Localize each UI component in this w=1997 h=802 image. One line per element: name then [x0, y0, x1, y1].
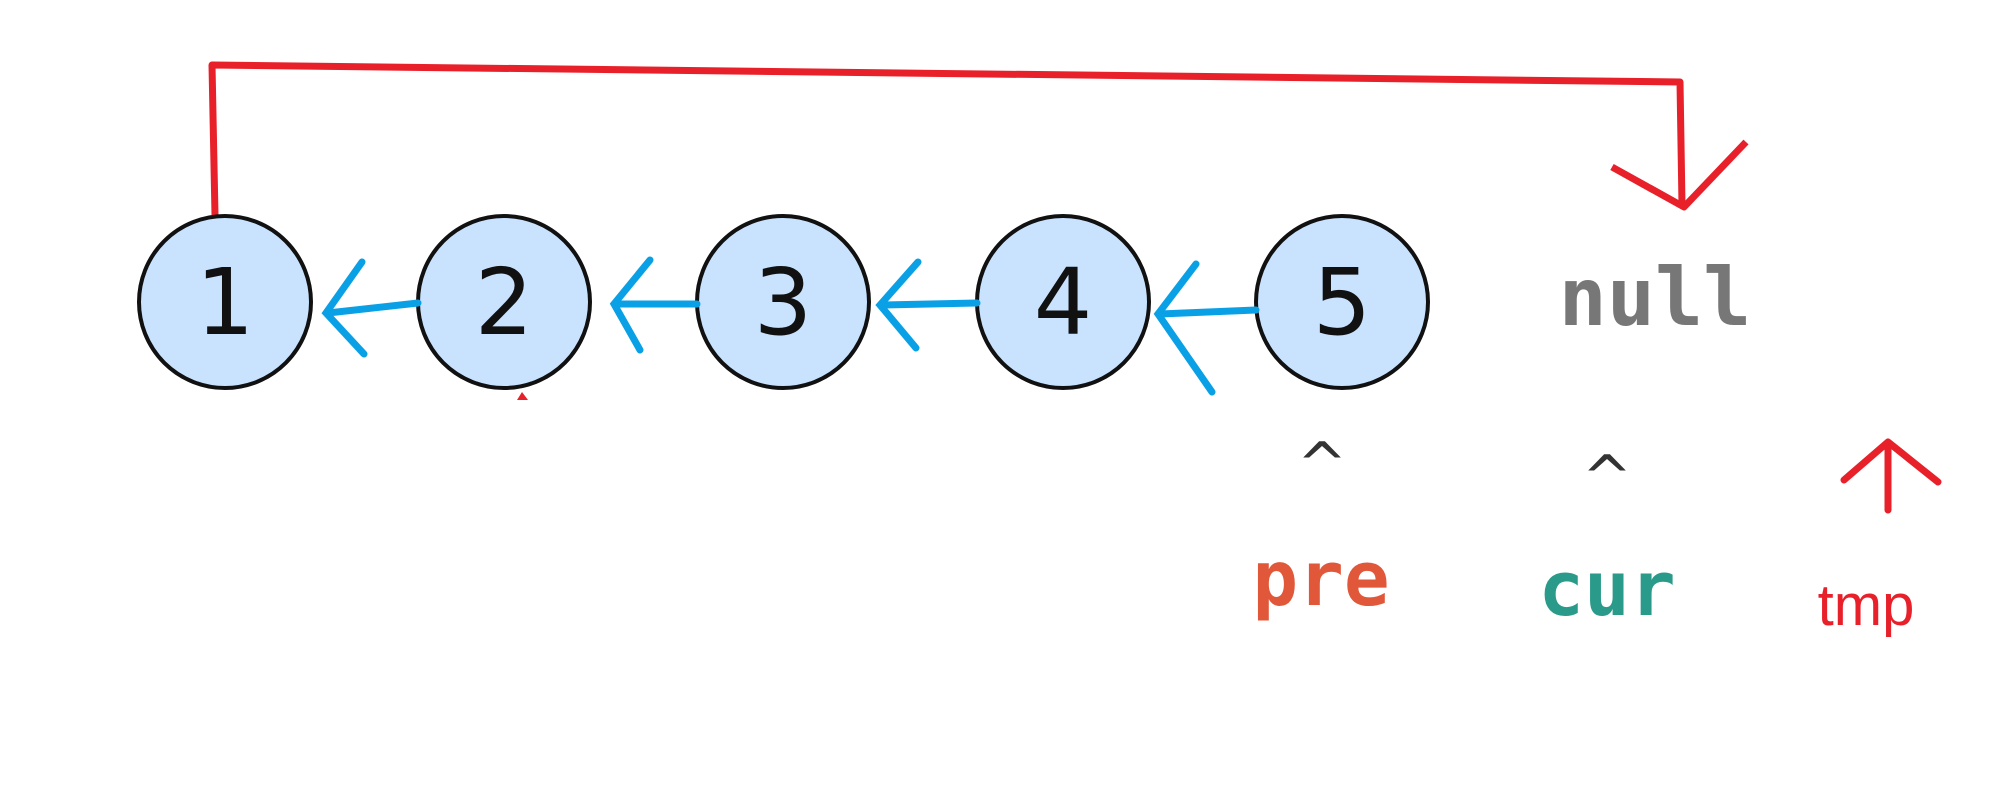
cur-caret: ^ — [1582, 443, 1632, 513]
cur-label: cur — [1538, 544, 1675, 633]
red-connector-arrowhead — [1610, 139, 1749, 211]
node-1-label: 1 — [196, 249, 255, 356]
blue-arrow-2-to-1 — [321, 258, 422, 358]
node-2: 2 — [416, 214, 592, 390]
node-4: 4 — [975, 214, 1151, 390]
null-label: null — [1559, 251, 1752, 344]
red-mark — [517, 392, 528, 400]
node-4-label: 4 — [1034, 249, 1093, 356]
red-connector-line — [208, 61, 1686, 216]
node-3-label: 3 — [754, 249, 813, 356]
blue-arrow-4-to-3 — [875, 258, 981, 352]
pre-caret: ^ — [1297, 430, 1347, 500]
node-5-label: 5 — [1313, 249, 1372, 356]
tmp-up-arrow — [1840, 438, 1942, 514]
node-5: 5 — [1254, 214, 1430, 390]
node-1: 1 — [137, 214, 313, 390]
node-3: 3 — [695, 214, 871, 390]
node-1-circle — [137, 214, 313, 390]
tmp-label: tmp — [1818, 573, 1915, 638]
node-2-label: 2 — [475, 249, 534, 356]
pre-label: pre — [1252, 534, 1389, 623]
blue-arrow-5-to-4 — [1153, 260, 1260, 396]
blue-arrow-3-to-2 — [609, 256, 701, 354]
node-5-circle — [1254, 214, 1430, 390]
